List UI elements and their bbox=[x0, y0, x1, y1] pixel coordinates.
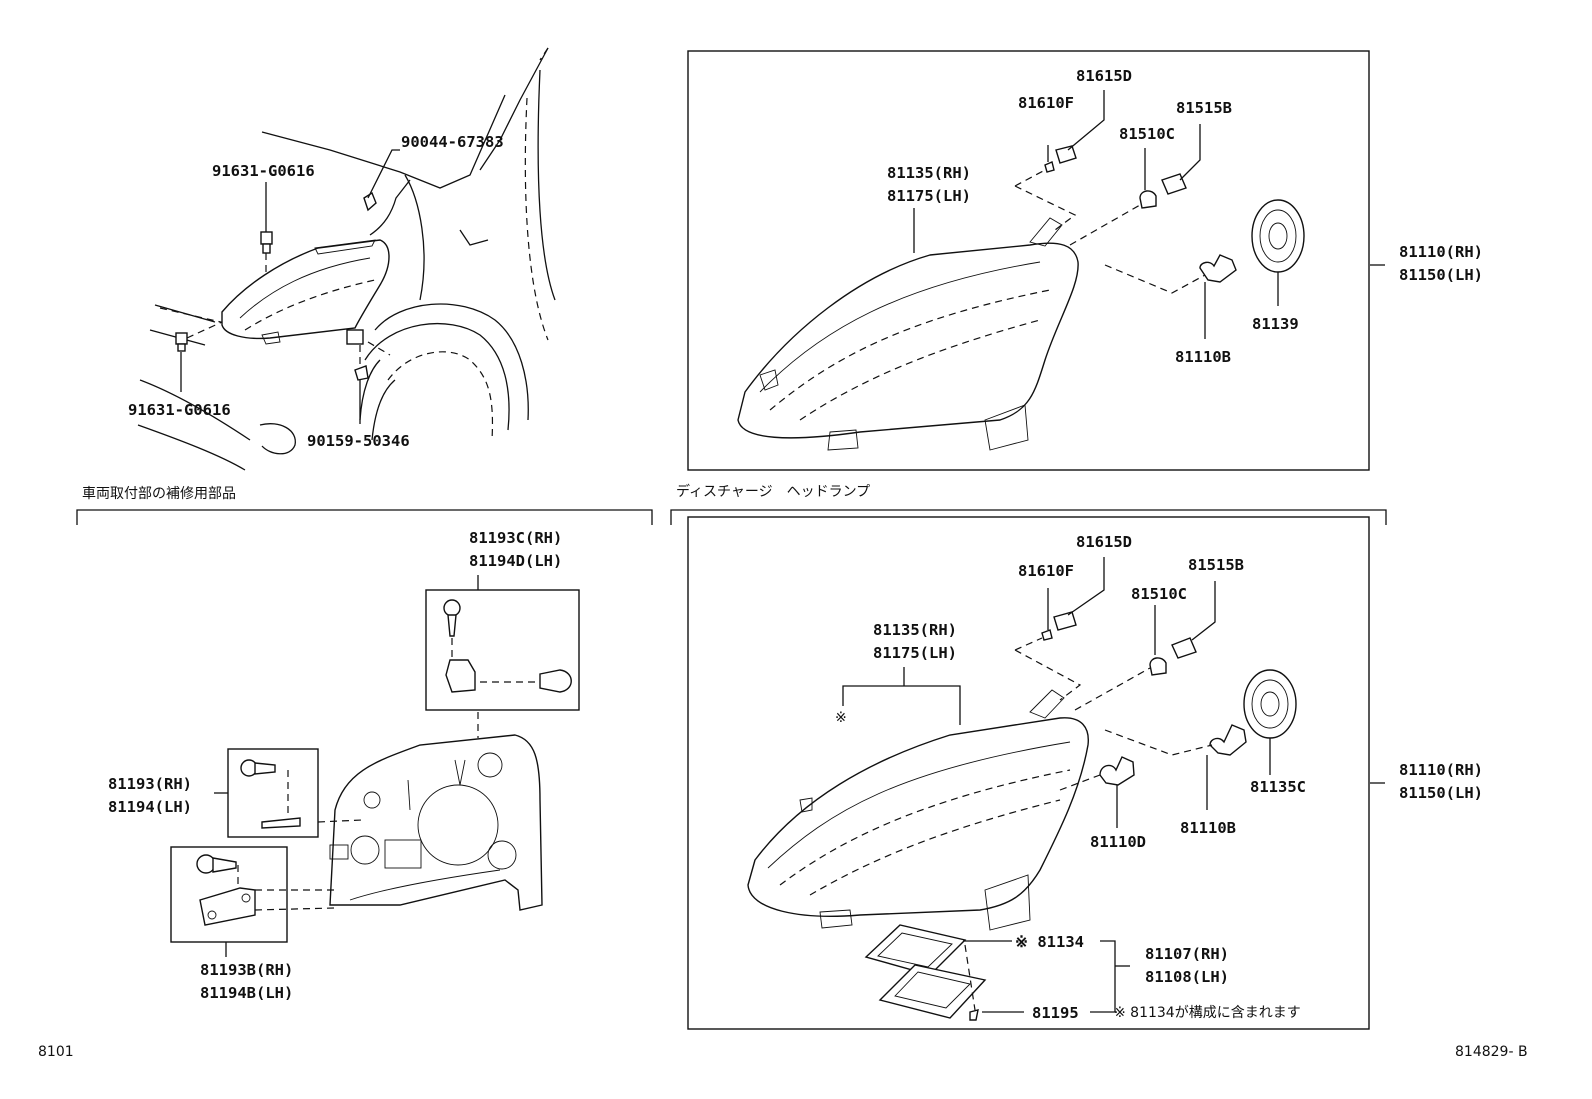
bracket-kit-lower bbox=[196, 854, 335, 926]
included-parts-note: ※ 81134が構成に含まれます bbox=[1114, 1005, 1301, 1021]
label-clip: 90044-67383 bbox=[401, 133, 504, 151]
label-ballast-rh: 81107(RH) bbox=[1145, 945, 1229, 963]
discharge-headlamp-assembly bbox=[747, 611, 1297, 1021]
figure-code: 8101 bbox=[38, 1044, 74, 1060]
label-bulb-small-top: 81610F bbox=[1018, 94, 1074, 112]
drawing-number: 814829- B bbox=[1455, 1044, 1528, 1060]
label-bulb-main-top: 81110B bbox=[1175, 348, 1231, 366]
label-bracket-upper-rh: 81193C(RH) bbox=[469, 529, 562, 547]
label-bolt-upper: 91631-G0616 bbox=[212, 162, 315, 180]
label-ballast-screw: 81195 bbox=[1032, 1004, 1079, 1022]
label-bolt-lower: 91631-G0616 bbox=[128, 401, 231, 419]
label-bulb-signal-bottom: 81510C bbox=[1131, 585, 1187, 603]
label-socket-top: 81515B bbox=[1176, 99, 1232, 117]
label-cap-bottom: 81615D bbox=[1076, 533, 1132, 551]
label-screw: 90159-50346 bbox=[307, 432, 410, 450]
label-bracket-upper-lh: 81194D(LH) bbox=[469, 552, 562, 570]
label-housing-lh-top: 81175(LH) bbox=[887, 187, 971, 205]
halogen-headlamp-assembly bbox=[737, 145, 1305, 451]
label-ballast-lh: 81108(LH) bbox=[1145, 968, 1229, 986]
label-socket-bottom: 81515B bbox=[1188, 556, 1244, 574]
bracket-kit-lower-box bbox=[170, 846, 288, 943]
label-housing-rh-bottom: 81135(RH) bbox=[873, 621, 957, 639]
bracket-kit-mid bbox=[240, 759, 363, 829]
label-bulb-signal-top: 81510C bbox=[1119, 125, 1175, 143]
bracket-kit-upper-box bbox=[425, 589, 580, 711]
section-bracket-left bbox=[76, 509, 653, 525]
label-mark: ※ bbox=[835, 710, 847, 726]
label-bracket-mid-lh: 81194(LH) bbox=[108, 798, 192, 816]
label-housing-rh-top: 81135(RH) bbox=[887, 164, 971, 182]
label-bracket-low-rh: 81193B(RH) bbox=[200, 961, 293, 979]
label-bulb-small-bottom: 81610F bbox=[1018, 562, 1074, 580]
label-bulb-hid: 81110D bbox=[1090, 833, 1146, 851]
discharge-headlamp-box bbox=[687, 516, 1370, 1030]
bracket-kit-upper bbox=[443, 599, 572, 693]
label-bracket-mid-rh: 81193(RH) bbox=[108, 775, 192, 793]
housing-rear-view bbox=[329, 734, 543, 911]
vehicle-installation-view bbox=[137, 47, 556, 471]
label-assy-lh-top: 81150(LH) bbox=[1399, 266, 1483, 284]
section-bracket-right bbox=[670, 509, 1387, 525]
section-title-discharge: ディスチャージ ヘッドランプ bbox=[676, 483, 870, 500]
label-assy-rh-bottom: 81110(RH) bbox=[1399, 761, 1483, 779]
label-housing-lh-bottom: 81175(LH) bbox=[873, 644, 957, 662]
label-cover-bottom: 81135C bbox=[1250, 778, 1306, 796]
label-cover-top: 81139 bbox=[1252, 315, 1299, 333]
label-bulb-main-bottom: 81110B bbox=[1180, 819, 1236, 837]
label-assy-rh-top: 81110(RH) bbox=[1399, 243, 1483, 261]
halogen-headlamp-box bbox=[687, 50, 1370, 471]
section-title-repair-parts: 車両取付部の補修用部品 bbox=[82, 485, 236, 502]
label-gasket: ※ 81134 bbox=[1015, 933, 1084, 951]
label-bracket-low-lh: 81194B(LH) bbox=[200, 984, 293, 1002]
label-cap-top: 81615D bbox=[1076, 67, 1132, 85]
label-assy-lh-bottom: 81150(LH) bbox=[1399, 784, 1483, 802]
